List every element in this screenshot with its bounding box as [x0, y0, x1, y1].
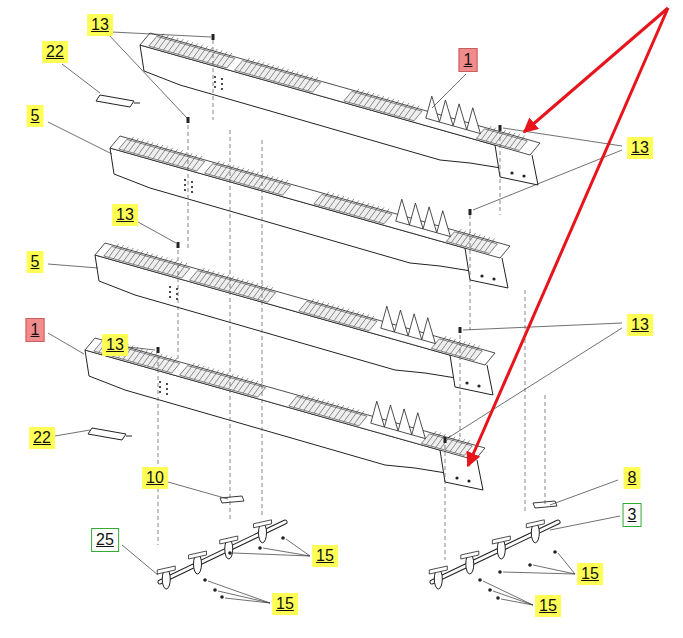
leader-line	[218, 591, 270, 603]
leader-line	[483, 581, 533, 605]
leader-line	[286, 539, 310, 556]
pointer-arrow	[524, 8, 668, 132]
leader-line	[550, 480, 618, 505]
callout-number: 13	[112, 204, 138, 226]
callout-number: 1	[26, 318, 45, 342]
leader-line	[112, 32, 211, 37]
leader-line	[448, 328, 622, 438]
callout-number: 15	[577, 563, 603, 585]
leader-line	[503, 128, 622, 146]
leader-line	[463, 323, 622, 330]
leader-line	[138, 222, 176, 243]
sieve-sections	[85, 33, 557, 508]
leader-line	[48, 333, 84, 354]
pointer-arrow	[468, 8, 668, 466]
leader-line	[122, 545, 158, 575]
callout-number: 5	[27, 105, 44, 127]
sieve-section	[85, 338, 485, 490]
leader-line	[233, 553, 310, 556]
leader-line	[550, 516, 620, 530]
callout-number: 10	[142, 467, 168, 489]
callout-number: 15	[272, 593, 298, 615]
callout-number: 13	[627, 137, 653, 159]
callout-number: 25	[91, 528, 119, 552]
leader-line	[108, 34, 187, 118]
leader-line	[263, 548, 310, 556]
leader-line	[208, 581, 270, 603]
assembly-lines	[158, 40, 545, 560]
callout-number: 15	[312, 545, 338, 567]
leader-line	[501, 599, 533, 605]
leader-line	[62, 64, 100, 93]
callout-number: 15	[535, 595, 561, 617]
callout-number: 22	[29, 427, 55, 449]
leader-line	[432, 74, 466, 108]
leader-line	[128, 347, 155, 350]
leader-lines	[48, 32, 622, 605]
callout-number: 13	[87, 14, 113, 36]
callout-number: 1	[459, 48, 478, 72]
callout-number: 5	[27, 251, 44, 273]
callout-number: 8	[624, 467, 641, 489]
leader-line	[493, 591, 533, 605]
callout-number: 22	[42, 41, 68, 63]
leader-line	[55, 430, 90, 436]
leader-line	[503, 572, 575, 574]
leader-line	[48, 264, 98, 268]
leader-line	[168, 482, 228, 499]
callout-number: 13	[627, 314, 653, 336]
red-arrows	[468, 8, 668, 466]
leader-line	[473, 150, 622, 210]
callout-number: 13	[102, 334, 128, 356]
callout-number: 3	[623, 503, 642, 527]
leader-line	[48, 122, 112, 154]
leader-line	[225, 598, 270, 603]
leader-line	[558, 553, 575, 574]
